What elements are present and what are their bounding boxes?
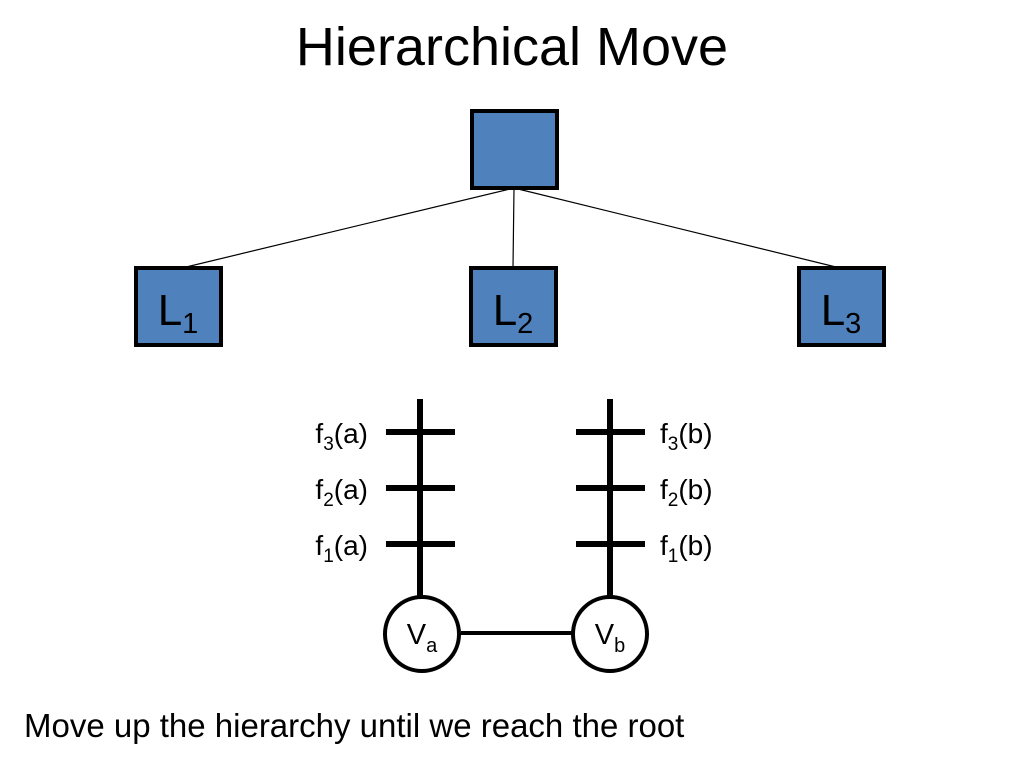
level-node-box: [134, 266, 223, 347]
level-label-f3-a: f3(a): [315, 418, 368, 455]
level-ticks-b: [576, 429, 645, 547]
level-label-f2-a: f2(a): [315, 474, 368, 511]
level-label-fn: f: [315, 530, 323, 561]
level-label-arg: (b): [678, 530, 712, 561]
level-label-fn: f: [315, 474, 323, 505]
level-node-l2: L2: [469, 266, 558, 347]
slide-title: Hierarchical Move: [295, 17, 729, 77]
node-label-sub: 3: [845, 308, 861, 340]
level-node-l1: L1: [134, 266, 223, 347]
edge-root-l2: [512, 187, 515, 269]
slide-caption: Move up the hierarchy until we reach the…: [24, 707, 685, 744]
vertex-label-base: V: [595, 619, 615, 651]
node-label-base: L: [158, 286, 182, 335]
level-label-f1-a: f1(a): [315, 530, 368, 567]
level-node-box: [469, 266, 558, 347]
vertex-label-sub: a: [426, 635, 438, 657]
level-label-f3-b: f3(b): [660, 418, 713, 455]
level-node-l3: L3: [797, 266, 886, 347]
level-label-arg: (a): [334, 530, 368, 561]
level-label-index: 2: [323, 490, 334, 511]
vertex-circle: [383, 595, 461, 673]
level-node-label: L1: [158, 286, 199, 340]
level-label-index: 3: [668, 434, 679, 455]
level-label-arg: (a): [334, 474, 368, 505]
level-node-box: [797, 266, 886, 347]
vertex-a: Va: [383, 595, 461, 673]
level-ticks-a: [386, 429, 455, 547]
node-label-base: L: [493, 286, 517, 335]
vertex-label-sub: b: [614, 635, 625, 657]
level-label-index: 1: [668, 546, 679, 567]
level-label-index: 3: [323, 434, 334, 455]
level-label-arg: (b): [678, 418, 712, 449]
node-label-sub: 2: [517, 308, 533, 340]
level-node-label: L3: [821, 286, 862, 340]
level-label-fn: f: [315, 418, 323, 449]
tree-edges: [181, 187, 841, 269]
level-label-f1-b: f1(b): [660, 530, 713, 567]
root-node: [470, 109, 559, 190]
vertex-label: Vb: [595, 619, 625, 657]
level-label-fn: f: [660, 530, 668, 561]
node-label-base: L: [821, 286, 845, 335]
level-label-f2-b: f2(b): [660, 474, 713, 511]
level-label-fn: f: [660, 418, 668, 449]
vertex-label: Va: [407, 619, 438, 657]
edge-root-l1: [181, 187, 515, 269]
level-label-arg: (a): [334, 418, 368, 449]
edge-root-l3: [513, 187, 841, 269]
node-label-sub: 1: [182, 308, 198, 340]
level-label-index: 1: [323, 546, 334, 567]
vertex-b: Vb: [571, 595, 649, 673]
vertex-label-base: V: [407, 619, 427, 651]
vertex-circle: [571, 595, 649, 673]
level-node-label: L2: [493, 286, 534, 340]
level-label-index: 2: [668, 490, 679, 511]
level-label-fn: f: [660, 474, 668, 505]
level-label-arg: (b): [678, 474, 712, 505]
